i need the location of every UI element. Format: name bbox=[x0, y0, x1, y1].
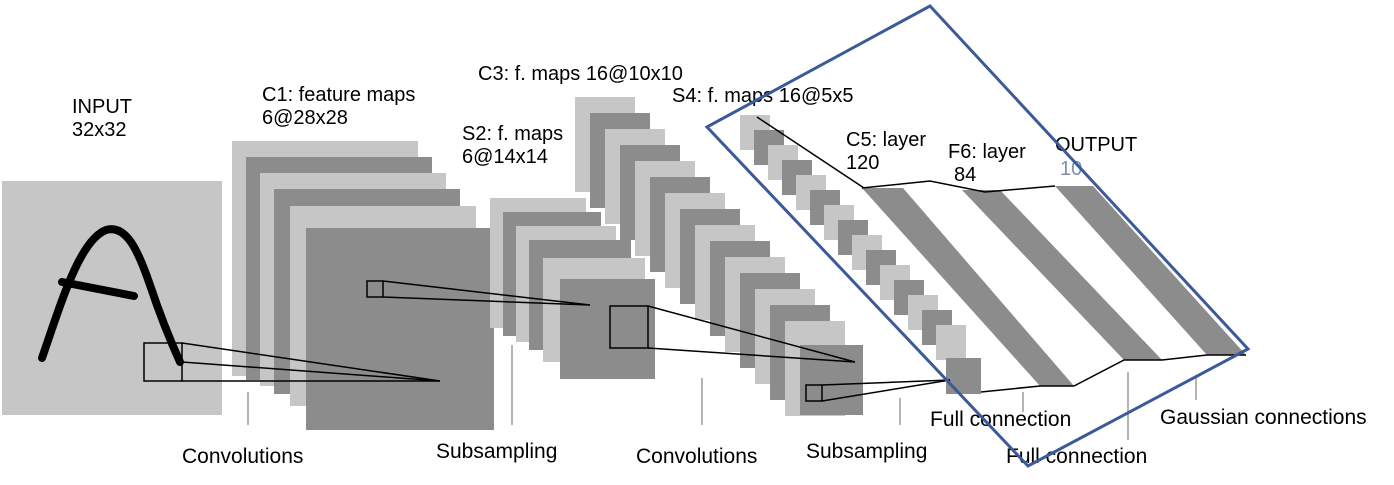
operation-ticks bbox=[247, 345, 1197, 440]
c1-feature-maps bbox=[232, 141, 494, 430]
output-label: OUTPUT bbox=[1055, 134, 1137, 156]
full-connection-2-label: Full connection bbox=[1006, 445, 1147, 468]
highlight-box bbox=[704, 4, 1251, 468]
s2-receptive-field bbox=[609, 305, 649, 349]
output-size-label: 10 bbox=[1060, 158, 1082, 180]
input-glyph-a bbox=[38, 225, 184, 366]
c3-feature-maps bbox=[575, 97, 863, 416]
convolutions-2-label: Convolutions bbox=[636, 445, 757, 468]
c1-size-label: 6@28x28 bbox=[262, 107, 348, 129]
c1-receptive-field bbox=[366, 280, 384, 298]
f6-size-label: 84 bbox=[954, 164, 976, 186]
input-image bbox=[2, 181, 222, 415]
input-size-label: 32x32 bbox=[72, 119, 127, 141]
c5-label: C5: layer bbox=[846, 129, 926, 151]
c1-label: C1: feature maps bbox=[262, 84, 415, 106]
f6-layer bbox=[962, 190, 1162, 360]
c3-receptive-field bbox=[805, 384, 823, 402]
connection-lines bbox=[181, 116, 1246, 402]
convolutions-1-label: Convolutions bbox=[182, 445, 303, 468]
f6-label: F6: layer bbox=[948, 141, 1026, 163]
gaussian-connections-label: Gaussian connections bbox=[1160, 406, 1367, 429]
c5-layer bbox=[862, 188, 1074, 386]
full-connection-1-label: Full connection bbox=[930, 408, 1071, 431]
subsampling-2-label: Subsampling bbox=[806, 440, 927, 463]
c5-size-label: 120 bbox=[846, 152, 879, 174]
output-layer bbox=[1055, 186, 1246, 355]
subsampling-1-label: Subsampling bbox=[436, 440, 557, 463]
s2-size-label: 6@14x14 bbox=[462, 146, 548, 168]
s2-feature-maps bbox=[490, 198, 655, 379]
input-label: INPUT bbox=[72, 96, 132, 118]
s4-feature-maps bbox=[740, 115, 981, 394]
c3-label: C3: f. maps 16@10x10 bbox=[478, 63, 683, 85]
s2-label: S2: f. maps bbox=[462, 123, 563, 145]
